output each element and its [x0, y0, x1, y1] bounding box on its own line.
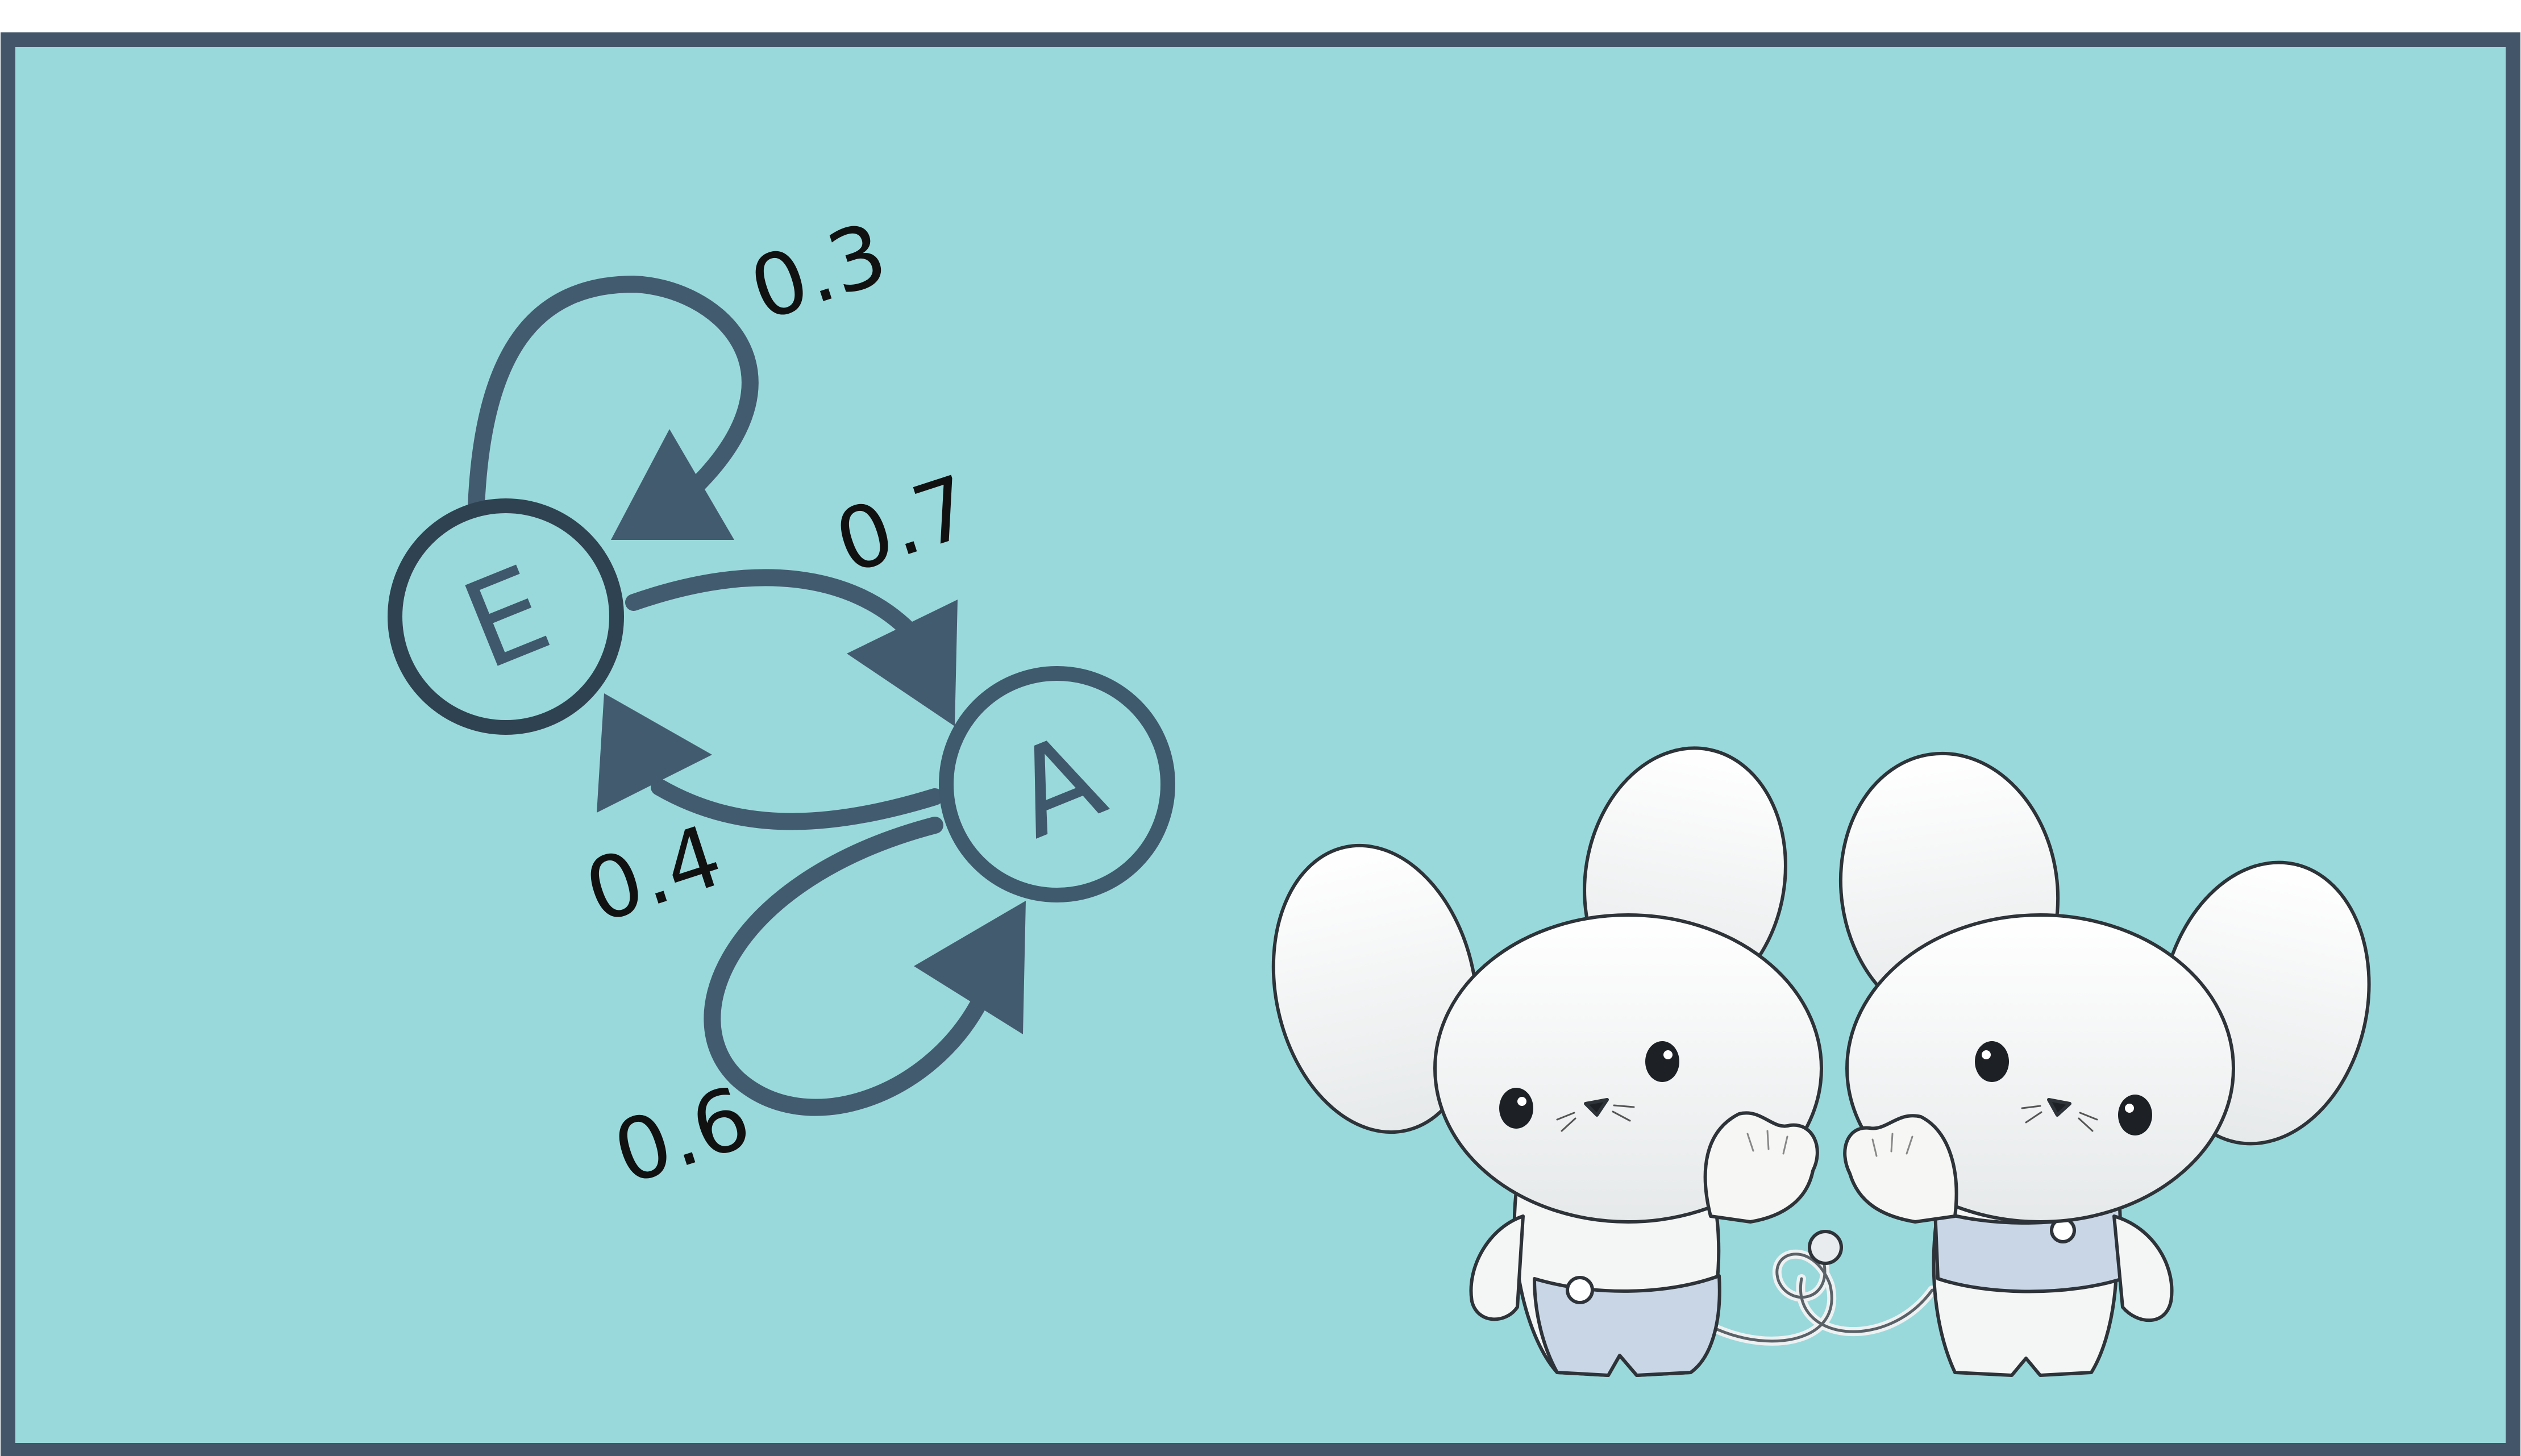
mouse-pair-illustration: [1271, 746, 2371, 1377]
node-e-circle: [388, 498, 624, 735]
node-a: A: [939, 666, 1175, 902]
arrowhead-a-to-e: [597, 693, 712, 813]
arrowhead-a-to-a: [914, 901, 1026, 1034]
node-a-circle: [939, 666, 1175, 902]
left-mouse-shorts: [1533, 1274, 1721, 1377]
left-mouse-eye-left: [1499, 1088, 1533, 1129]
edge-a-to-a-line: [704, 817, 986, 1116]
left-mouse-icon: [1271, 746, 1823, 1377]
tail-outline: [1680, 1253, 1934, 1343]
left-mouse-raised-hand: [1703, 1111, 1819, 1224]
node-e: E: [388, 498, 624, 735]
edge-e-to-e-line: [468, 275, 759, 514]
left-mouse-nose: [1584, 1098, 1609, 1117]
edge-e-to-a-line: [625, 569, 918, 639]
left-mouse-arm-left: [1469, 1214, 1525, 1321]
right-mouse-eye-left: [1975, 1041, 2009, 1082]
right-mouse-whiskers: [2021, 1105, 2098, 1132]
left-mouse-whiskers: [1556, 1104, 1635, 1132]
left-mouse-eye-right: [1645, 1041, 1679, 1082]
left-mouse-ear-left: [1271, 843, 1479, 1134]
left-mouse-shorts-button: [1566, 1276, 1594, 1304]
edge-a-to-e-line: [651, 779, 943, 830]
edge-e-to-a: 0.7: [625, 457, 984, 726]
arrowhead-e-to-a: [847, 600, 958, 726]
right-mouse-nose: [2047, 1098, 2071, 1117]
right-mouse-eye-right: [2118, 1095, 2152, 1135]
right-mouse-icon: [1838, 751, 2371, 1377]
state-diagram: 0.3 0.7 0.4 0.6 E A: [388, 204, 1175, 1204]
tail-tip: [1808, 1230, 1843, 1265]
right-mouse-arm-right: [2112, 1214, 2174, 1322]
arrowhead-e-to-e: [611, 429, 734, 540]
